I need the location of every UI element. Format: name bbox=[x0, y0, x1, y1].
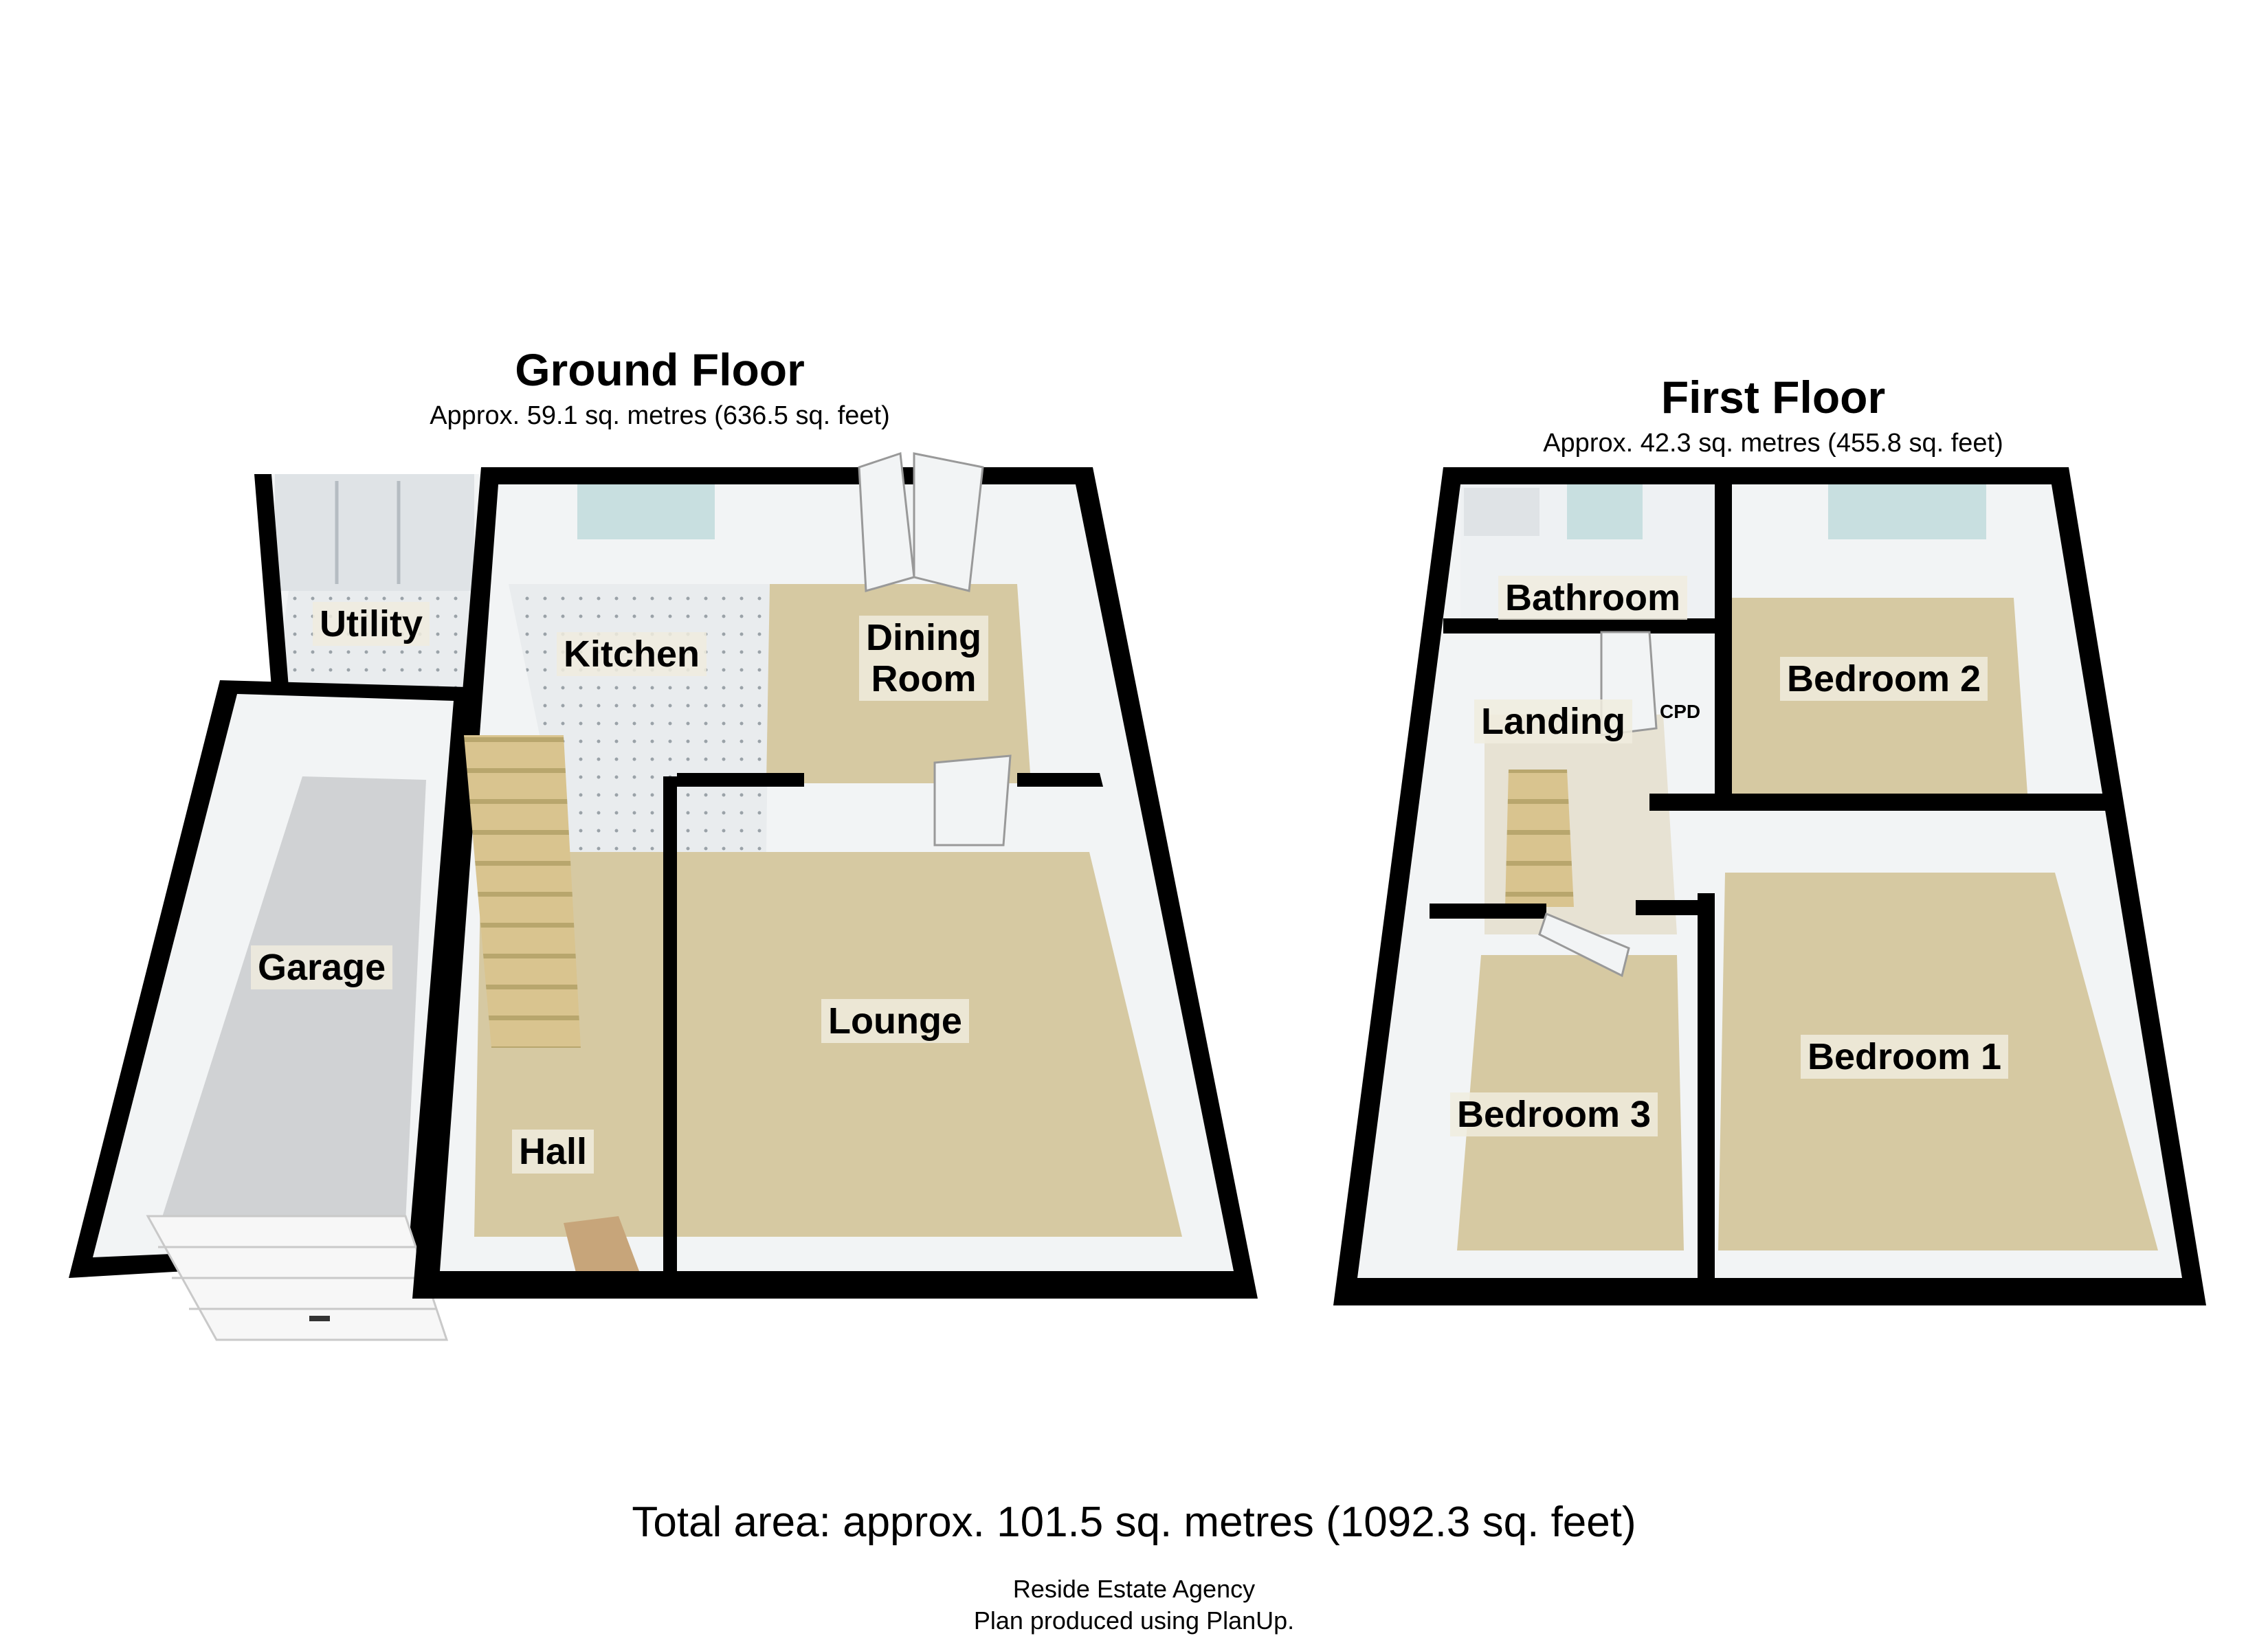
bathroom-label: Bathroom bbox=[1498, 576, 1687, 620]
plan-credit: Plan produced using PlanUp. bbox=[973, 1606, 1295, 1635]
bedroom1-label: Bedroom 1 bbox=[1801, 1035, 2009, 1079]
bedroom2-label: Bedroom 2 bbox=[1780, 657, 1988, 701]
kitchen-label: Kitchen bbox=[557, 632, 707, 676]
lounge-floor bbox=[677, 852, 1182, 1237]
first-floor-plan bbox=[1333, 467, 2206, 1305]
total-area: Total area: approx. 101.5 sq. metres (10… bbox=[632, 1499, 1636, 1546]
bedroom3-label: Bedroom 3 bbox=[1450, 1092, 1658, 1136]
utility-label: Utility bbox=[313, 602, 430, 646]
lounge-label: Lounge bbox=[821, 999, 969, 1043]
garage-room bbox=[69, 680, 467, 1341]
ground-floor-plan bbox=[69, 451, 1258, 1341]
dining-label-line2: Room bbox=[871, 658, 977, 699]
cpd-label: CPD bbox=[1660, 701, 1701, 722]
ground-staircase bbox=[464, 735, 581, 1048]
utility-room bbox=[254, 474, 481, 687]
first-staircase bbox=[1505, 770, 1574, 907]
landing-label: Landing bbox=[1474, 699, 1632, 743]
dining-room-label: Dining Room bbox=[859, 616, 988, 701]
dining-label-line1: Dining bbox=[866, 617, 981, 658]
garage-door bbox=[146, 1215, 449, 1341]
ground-floor-area: Approx. 59.1 sq. metres (636.5 sq. feet) bbox=[430, 401, 890, 430]
first-floor-area: Approx. 42.3 sq. metres (455.8 sq. feet) bbox=[1543, 429, 2003, 458]
hall-label: Hall bbox=[512, 1130, 594, 1174]
agency-name: Reside Estate Agency bbox=[1012, 1575, 1256, 1603]
ground-floor-title: Ground Floor bbox=[515, 344, 805, 395]
garage-label: Garage bbox=[251, 945, 393, 989]
first-floor-title: First Floor bbox=[1660, 372, 1886, 423]
